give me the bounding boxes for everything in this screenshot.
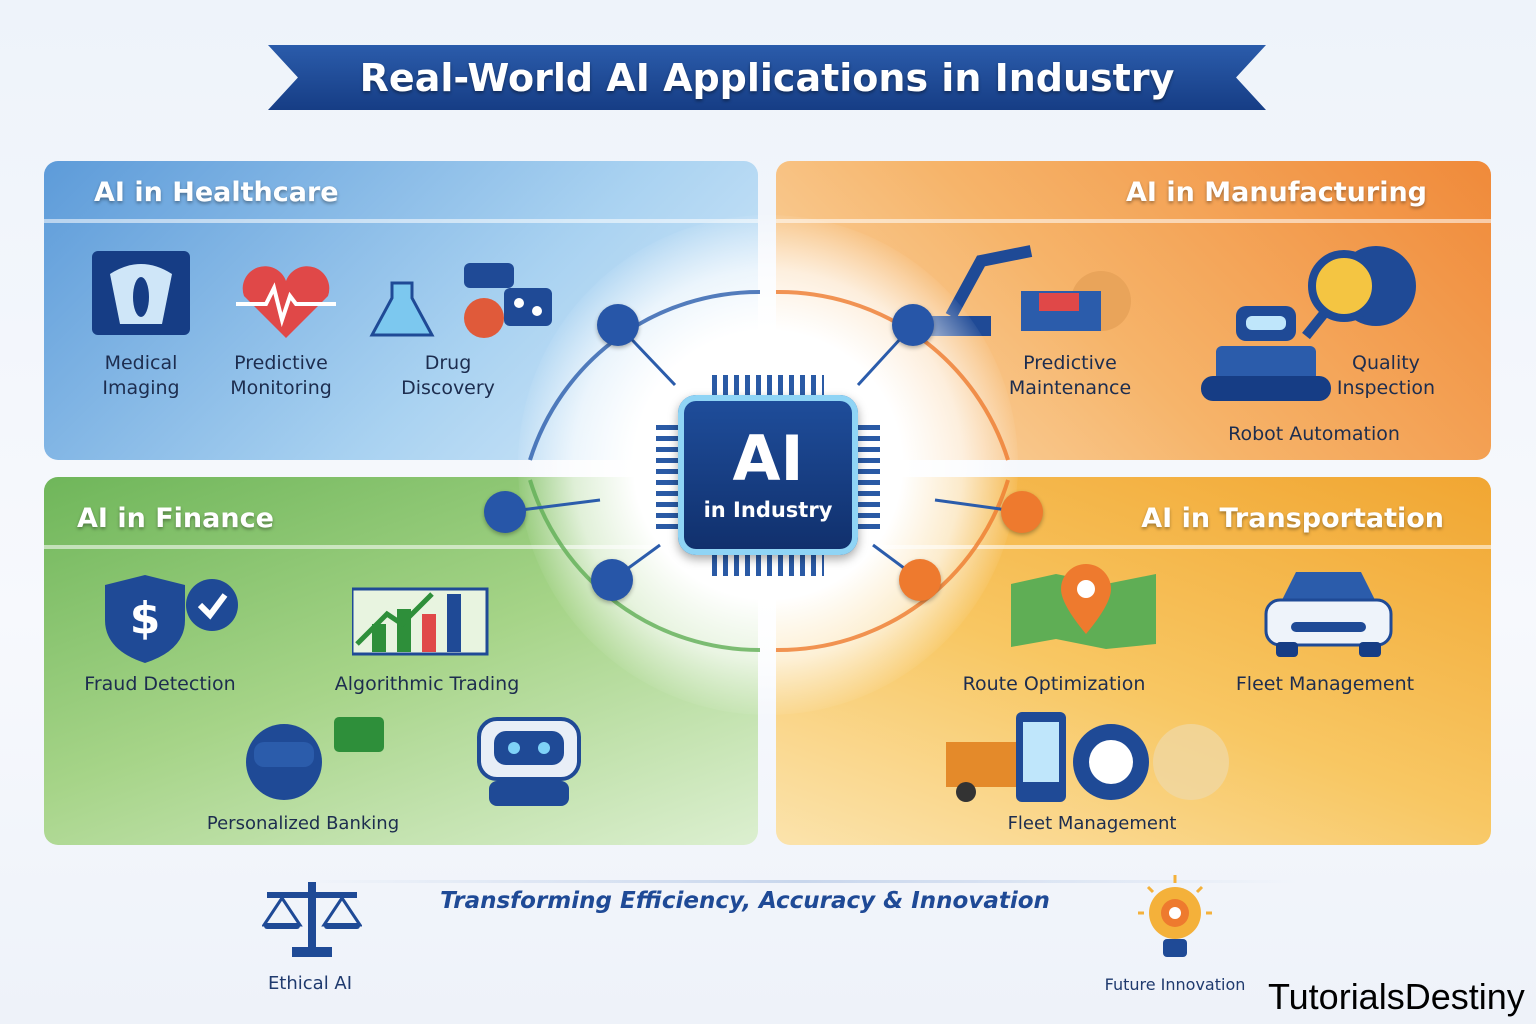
label-text: Predictive Monitoring: [230, 352, 332, 399]
ai-chip-icon: AI in Industry: [678, 395, 858, 555]
chip-pins-right: [856, 425, 880, 530]
label-text: Predictive Maintenance: [1008, 352, 1132, 399]
chip-pins-left: [656, 425, 680, 530]
banking-assistant-icon: [246, 717, 384, 800]
quality-inspection-label: Quality Inspection: [1337, 351, 1435, 401]
medical-imaging-label: Medical Imaging: [102, 351, 179, 401]
chatbot-robot-icon: [477, 717, 581, 806]
healthcare-title: AI in Healthcare: [94, 177, 339, 208]
page-title: Real-World AI Applications in Industry: [359, 55, 1175, 100]
fleet-logistics-icon: [946, 712, 1229, 802]
brand-watermark: TutorialsDestiny: [1268, 976, 1525, 1017]
route-map-icon: [1011, 564, 1156, 649]
medical-imaging-icon: [92, 251, 190, 335]
robot-automation-label: Robot Automation: [1228, 423, 1400, 445]
route-optimization-label: Route Optimization: [962, 673, 1146, 695]
predictive-maintenance-label: Predictive Maintenance: [1009, 351, 1131, 401]
drug-discovery-icon: [369, 263, 552, 338]
transportation-node-2: [899, 559, 941, 601]
divider: [776, 219, 1491, 223]
personalized-banking-label: Personalized Banking: [206, 813, 400, 834]
drug-discovery-label: Drug Discovery: [401, 351, 495, 401]
lightbulb-gear-icon: [1138, 875, 1212, 957]
car-icon: [1264, 572, 1393, 657]
healthcare-node: [597, 304, 639, 346]
divider: [44, 219, 758, 223]
svg-text:$: $: [130, 593, 161, 644]
chip-ai-text: AI: [732, 422, 804, 495]
scales-icon: [262, 882, 362, 957]
future-innovation-label: Future Innovation: [1104, 975, 1246, 994]
trading-chart-icon: [352, 587, 489, 656]
chip-pins-bottom: [712, 554, 824, 576]
chip-subtitle: in Industry: [703, 498, 833, 522]
transportation-node: [1001, 491, 1043, 533]
predictive-monitoring-label: Predictive Monitoring: [230, 351, 332, 401]
fleet-management-label: Fleet Management: [1235, 673, 1415, 695]
divider: [776, 545, 1491, 549]
fleet-management-label-2: Fleet Management: [1007, 813, 1177, 834]
algorithmic-trading-label: Algorithmic Trading: [334, 673, 520, 695]
fraud-shield-icon: $: [105, 575, 238, 663]
fraud-detection-label: Fraud Detection: [84, 673, 236, 695]
divider: [300, 880, 1300, 883]
transportation-title: AI in Transportation: [1141, 503, 1444, 534]
heart-monitor-icon: [236, 266, 336, 338]
finance-title: AI in Finance: [77, 503, 274, 534]
chip-pins-top: [712, 375, 824, 397]
finance-node-2: [591, 559, 633, 601]
label-text: Drug Discovery: [401, 352, 495, 399]
label-text: Quality Inspection: [1336, 352, 1436, 399]
finance-node: [484, 491, 526, 533]
manufacturing-node: [892, 304, 934, 346]
title-banner: Real-World AI Applications in Industry: [268, 45, 1266, 110]
quality-inspection-icon: [1201, 246, 1416, 401]
label-text: Medical Imaging: [102, 352, 180, 399]
manufacturing-title: AI in Manufacturing: [1126, 177, 1427, 208]
tagline: Transforming Efficiency, Accuracy & Inno…: [440, 888, 1050, 914]
ethical-ai-label: Ethical AI: [267, 973, 353, 994]
divider: [44, 545, 758, 549]
